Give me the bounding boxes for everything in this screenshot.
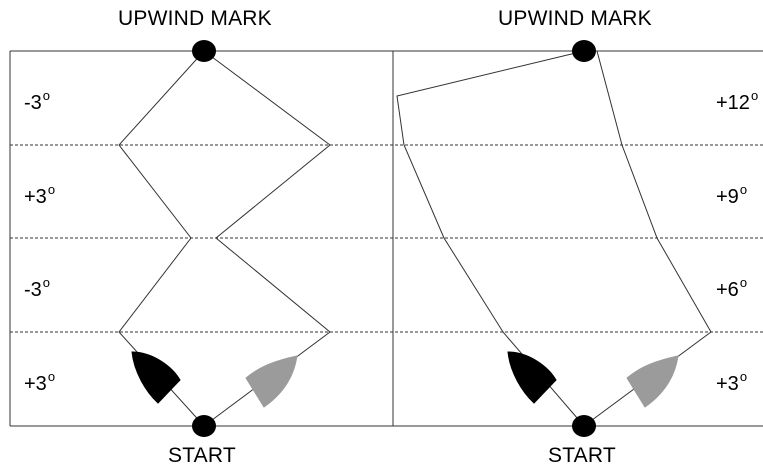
left-light-boat (245, 355, 298, 408)
right-start-mark (572, 415, 596, 437)
right-angle-band-2: +9o (716, 182, 748, 208)
left-upwind-mark-label: UPWIND MARK (118, 7, 272, 30)
left-angle-band-1: -3o (24, 88, 51, 114)
left-dark-boat (131, 351, 181, 404)
right-start-label: START (548, 444, 616, 467)
right-course-left-side (396, 50, 585, 427)
right-light-boat (626, 355, 679, 408)
right-angle-band-3: +6o (716, 275, 748, 301)
right-upwind-mark-label: UPWIND MARK (498, 7, 652, 30)
right-angle-band-1: +12o (716, 88, 759, 114)
right-angle-band-4: +3o (716, 369, 748, 395)
left-angle-band-3: -3o (24, 275, 51, 301)
left-angle-band-2: +3o (24, 182, 56, 208)
left-upwind-mark (192, 40, 216, 62)
left-angle-band-4: +3o (24, 369, 56, 395)
right-upwind-mark (572, 40, 596, 62)
right-dark-boat (507, 351, 557, 404)
left-start-label: START (168, 444, 236, 467)
left-start-mark (192, 415, 216, 437)
